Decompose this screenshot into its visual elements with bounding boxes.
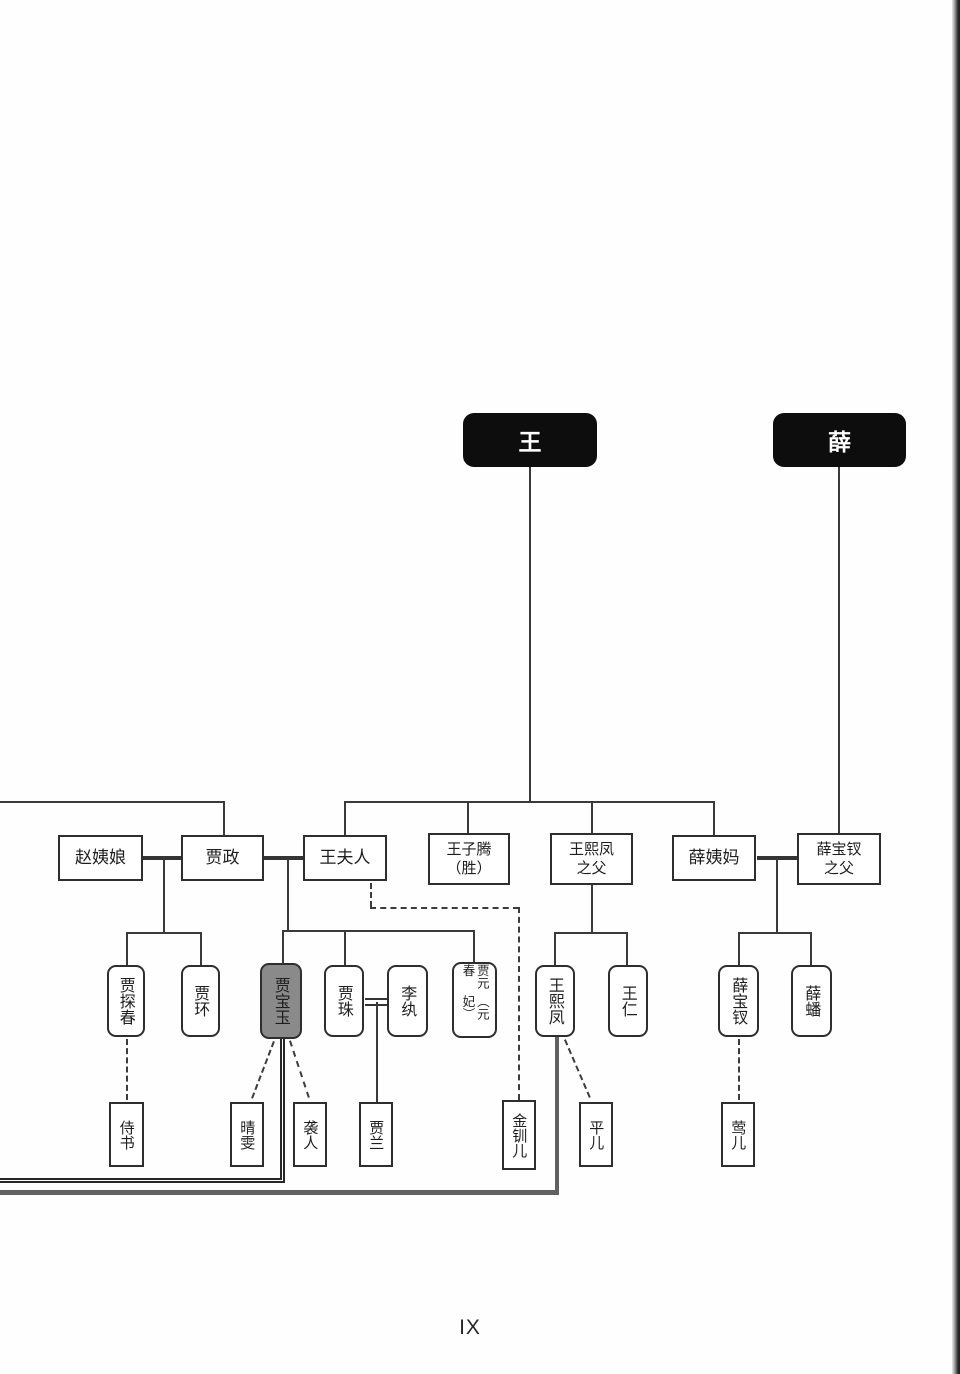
connector-drop-huan — [200, 932, 202, 965]
connector-xue-clan-drop — [838, 467, 840, 833]
page-number: IX — [459, 1316, 481, 1339]
node-label: 金钏儿 — [510, 1112, 529, 1158]
connector-drop-jialan — [376, 1002, 378, 1102]
node-label: 贾兰 — [367, 1119, 386, 1150]
node-label-line2: （胜） — [446, 859, 492, 877]
marriage-line-jiazheng-wangfuren — [264, 856, 303, 860]
connector-drop-tanchun — [126, 932, 128, 965]
node-jia-yuanchun: 贾元春 （元妃） — [452, 962, 497, 1038]
connector-drop-jiazheng — [223, 801, 225, 835]
node-shishu: 侍书 — [109, 1102, 144, 1167]
node-qingwen: 晴雯 — [230, 1102, 264, 1167]
node-jia-lan: 贾兰 — [359, 1102, 393, 1167]
node-label: 薛蟠 — [802, 985, 822, 1017]
node-label: 薛姨妈 — [688, 847, 740, 868]
node-label: 王熙凤 — [545, 977, 565, 1025]
node-jia-baoyu-highlighted: 贾宝玉 — [260, 963, 302, 1039]
node-pinger: 平儿 — [579, 1102, 613, 1167]
connector-feeder-jiazheng-wangfuren — [287, 858, 289, 930]
clan-node-wang: 王 — [463, 413, 597, 467]
connector-baoyu-offpage-path — [0, 1039, 285, 1183]
node-label: 薛宝钗 — [729, 977, 749, 1025]
connector-drop-xuepan — [810, 932, 812, 965]
node-label-line1: 王子腾 — [446, 839, 492, 858]
node-wang-ren: 王仁 — [608, 965, 648, 1037]
connector-drop-wangfuren — [344, 801, 346, 835]
clan-node-xue: 薛 — [773, 413, 906, 467]
node-label-line2: 之父 — [576, 859, 607, 877]
node-jin-chuaner: 金钏儿 — [502, 1100, 536, 1170]
node-label-line1: 薛宝钗 — [816, 839, 862, 858]
dashed-wangfuren-down — [370, 883, 372, 907]
dashed-wangfuren-across — [370, 907, 519, 909]
clan-label-xue: 薛 — [828, 430, 851, 456]
node-label: 贾环 — [191, 985, 211, 1017]
node-label: 侍书 — [117, 1119, 136, 1150]
node-wang-furen: 王夫人 — [303, 835, 387, 881]
connector-feeder-zhao-jiazheng — [163, 858, 165, 932]
node-label-line2: 之父 — [823, 859, 854, 877]
node-label: 贾政 — [205, 847, 240, 868]
node-label: 莺儿 — [729, 1119, 748, 1150]
node-label: 王夫人 — [319, 847, 371, 868]
node-yinger: 莺儿 — [721, 1102, 755, 1167]
connector-sibling-baochai-pan — [738, 932, 812, 934]
connector-jia-family-line — [0, 801, 225, 803]
dashed-to-jinchuaner — [518, 907, 520, 1100]
node-wang-xifeng: 王熙凤 — [535, 965, 575, 1037]
connector-sibling-tanchun-huan — [126, 932, 202, 934]
node-label: 李纨 — [398, 985, 418, 1017]
connector-xifeng-offpage-path — [0, 1037, 559, 1195]
connector-drop-xifeng — [554, 932, 556, 965]
dashed-xifeng-to-pinger — [564, 1039, 591, 1098]
node-zhao-yiniang: 赵姨娘 — [58, 835, 143, 881]
node-xue-baochai-father: 薛宝钗 之父 — [797, 833, 881, 885]
clan-label-wang: 王 — [518, 430, 542, 456]
connector-drop-xueyima — [713, 801, 715, 837]
node-label: 贾宝玉 — [271, 977, 291, 1025]
node-xue-baochai: 薛宝钗 — [718, 965, 759, 1037]
connector-wang-sibling-line — [344, 801, 715, 803]
node-label: 赵姨娘 — [75, 847, 126, 868]
connector-feeder-xifengfather — [591, 885, 593, 932]
node-label-consort-note: （元妃） — [460, 994, 490, 1020]
connector-feeder-xue-couple — [776, 858, 778, 932]
node-label-name: 贾元春 — [460, 964, 490, 989]
node-label: 袭人 — [301, 1119, 320, 1150]
node-jia-tanchun: 贾探春 — [107, 965, 145, 1037]
node-jia-zhu: 贾珠 — [324, 965, 364, 1037]
node-label: 贾探春 — [116, 977, 136, 1025]
node-label: 贾珠 — [334, 985, 354, 1017]
node-xue-pan: 薛蟠 — [791, 965, 832, 1037]
node-xue-yima: 薛姨妈 — [672, 835, 756, 881]
connector-drop-xifengfather — [591, 801, 593, 833]
node-jia-zheng: 贾政 — [181, 835, 264, 881]
node-xiren: 袭人 — [293, 1102, 327, 1167]
connector-wang-clan-drop — [529, 467, 531, 803]
connector-sibling-baoyu-group — [282, 930, 475, 932]
dashed-tanchun-to-shishu — [126, 1039, 128, 1100]
node-wang-xifeng-father: 王熙凤 之父 — [550, 833, 633, 885]
node-label: 王仁 — [618, 985, 638, 1017]
connector-drop-jiazhu — [344, 930, 346, 965]
connector-drop-wangziteng — [467, 801, 469, 833]
node-label-line1: 王熙凤 — [568, 839, 614, 858]
node-label: 晴雯 — [238, 1119, 257, 1150]
dashed-baochai-to-yinger — [738, 1039, 740, 1100]
node-wang-ziteng: 王子腾 （胜） — [428, 833, 510, 885]
connector-drop-baochai — [738, 932, 740, 965]
connector-drop-yuanchun — [473, 930, 475, 962]
node-li-wan: 李纨 — [387, 965, 428, 1037]
connector-drop-wangren — [626, 932, 628, 965]
connector-sibling-xifeng-ren — [554, 932, 628, 934]
marriage-line-zhaoyiniang-jiazheng — [143, 856, 181, 860]
node-label: 平儿 — [587, 1119, 606, 1150]
node-jia-huan: 贾环 — [181, 965, 220, 1037]
connector-drop-baoyu — [282, 930, 284, 963]
page-edge-shadow — [952, 0, 960, 1374]
